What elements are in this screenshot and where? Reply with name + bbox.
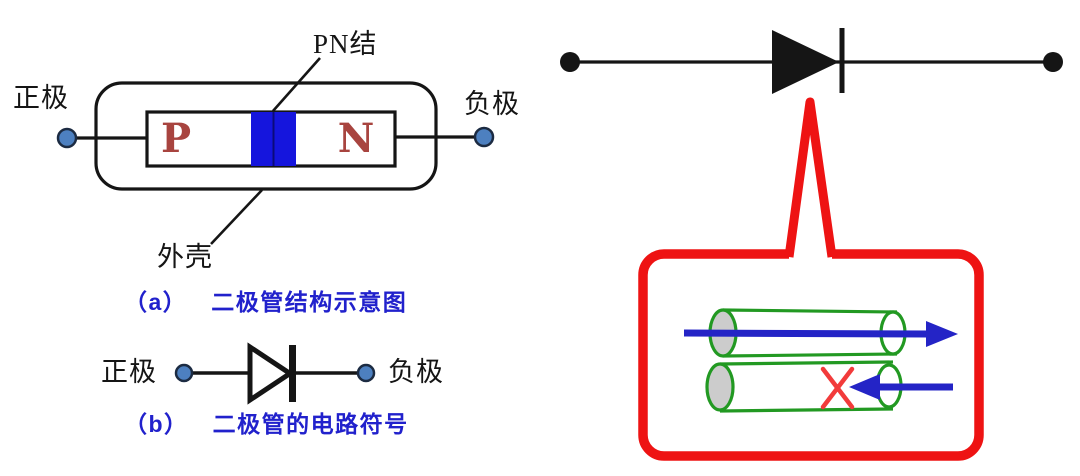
caption-b-index: （b）	[124, 411, 189, 437]
symbol-anode-label: 正极	[101, 357, 157, 387]
reverse-arrow-head	[849, 374, 880, 400]
large-diode-triangle	[772, 30, 839, 94]
caption-a: （a） 二极管结构示意图	[124, 291, 407, 314]
large-symbol-left-dot	[560, 52, 580, 72]
pn-junction-leader-line	[272, 57, 321, 112]
forward-tube-top-line	[722, 308, 898, 314]
reverse-tube-bottom-line	[719, 407, 894, 413]
caption-a-index: （a）	[124, 289, 188, 315]
cathode-terminal-dot	[473, 126, 495, 148]
symbol-cathode-dot	[356, 363, 376, 383]
anode-terminal-dot	[56, 127, 78, 149]
forward-arrow-shaft	[683, 329, 931, 338]
magnifier-callout	[638, 97, 984, 461]
symbol-cathode-label: 负极	[388, 357, 444, 387]
blocked-x-stroke-2	[820, 366, 855, 410]
caption-b: （b） 二极管的电路符号	[124, 413, 409, 436]
caption-a-text: 二极管结构示意图	[211, 289, 408, 315]
structure-cathode-label: 负极	[464, 89, 520, 119]
diode-symbol-large	[560, 28, 1063, 94]
shell-label: 外壳	[157, 242, 213, 272]
reverse-tube-top-line	[719, 360, 894, 366]
n-region-letter: N	[337, 115, 375, 163]
blocked-x-icon	[820, 366, 855, 410]
reverse-current-arrow-icon	[849, 374, 953, 400]
diode-triangle-outline	[247, 342, 295, 405]
p-region-letter: P	[160, 115, 192, 163]
symbol-anode-dot	[174, 363, 194, 383]
callout-pointer-spike	[784, 97, 837, 258]
pn-junction-label: PN结	[313, 29, 378, 59]
forward-arrow-head	[926, 321, 958, 347]
diode-symbol-diagram	[174, 342, 376, 405]
large-symbol-right-dot	[1043, 52, 1063, 72]
forward-tube-bottom-line	[722, 352, 898, 358]
caption-b-text: 二极管的电路符号	[212, 411, 409, 437]
shell-leader-line	[210, 189, 263, 245]
reverse-tube-left-end	[705, 362, 735, 412]
forward-current-arrow-icon	[683, 321, 958, 347]
reverse-tube	[705, 360, 903, 413]
diode-structure-diagram	[56, 57, 495, 245]
structure-anode-label: 正极	[13, 83, 69, 113]
